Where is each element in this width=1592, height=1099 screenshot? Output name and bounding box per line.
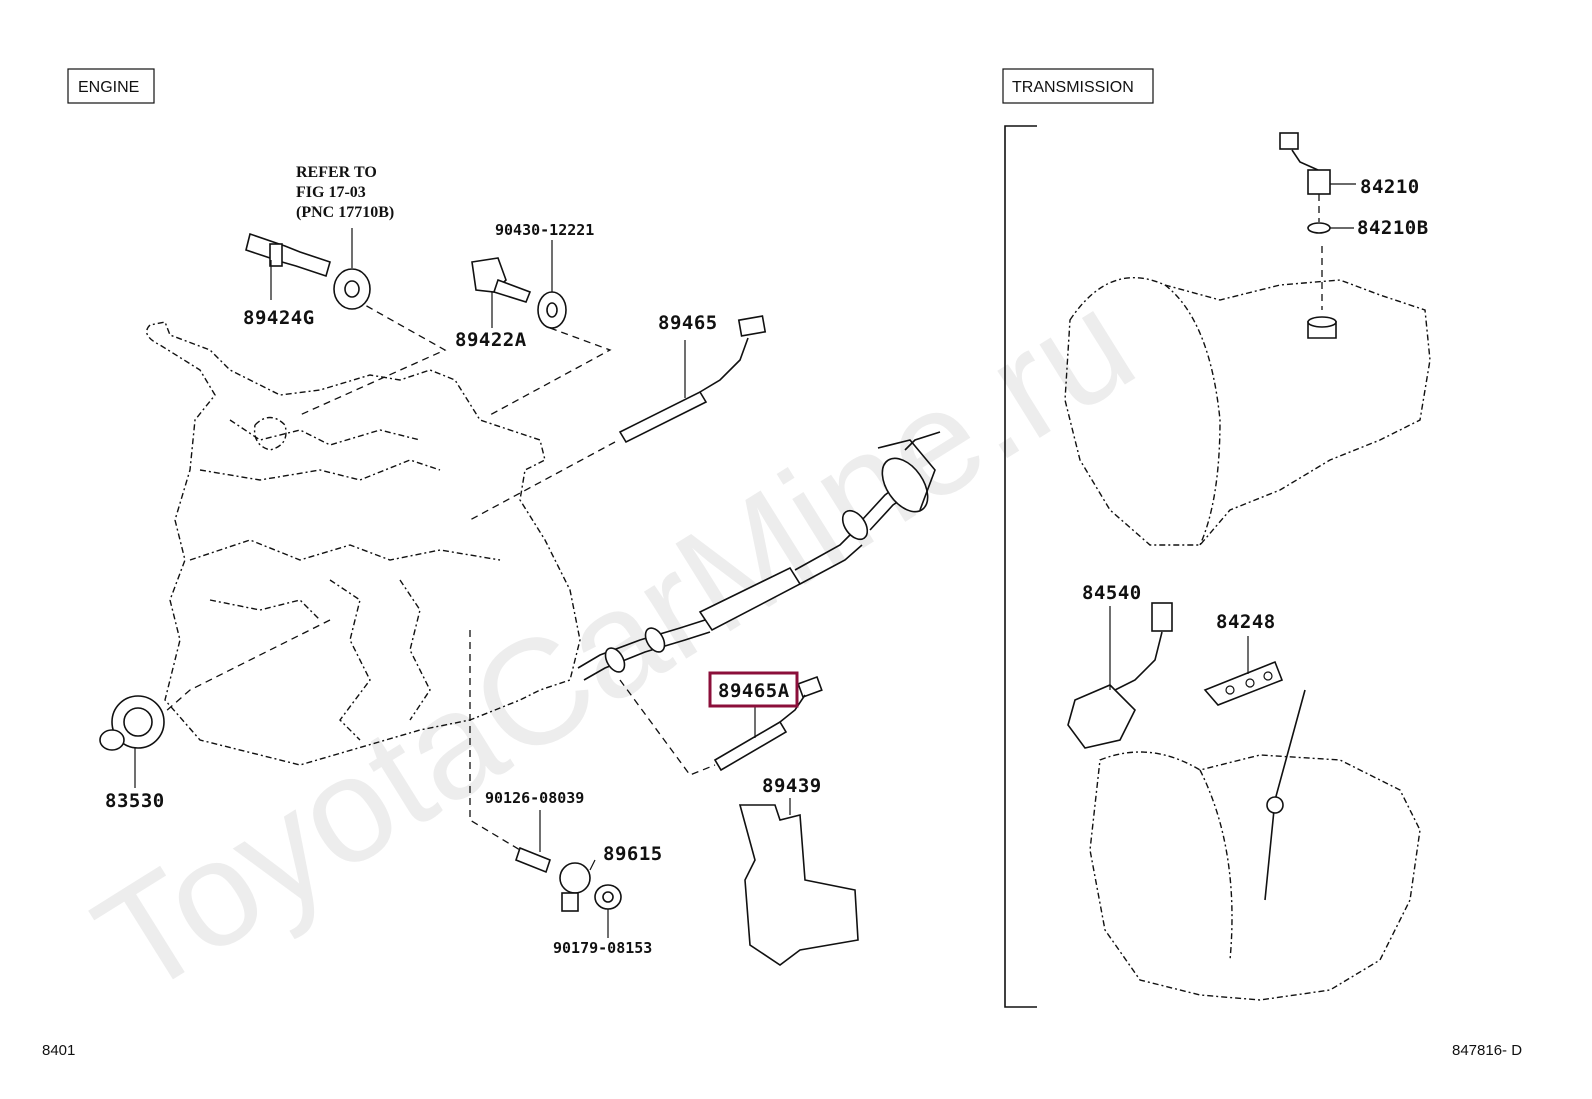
figure-code: 847816- D	[1452, 1042, 1522, 1059]
transmission-upper-outline	[1064, 277, 1431, 546]
label-89439: 89439	[762, 775, 822, 797]
transmission-section-label: TRANSMISSION	[1002, 68, 1154, 104]
label-90126-08039: 90126-08039	[485, 789, 584, 807]
leader-lines	[164, 246, 1323, 851]
ref-line-1: REFER TO	[296, 164, 377, 181]
label-84540: 84540	[1082, 582, 1142, 604]
ref-line-3: (PNC 17710B)	[296, 204, 394, 221]
ref-line-2: FIG 17-03	[296, 184, 366, 201]
engine-section-label: ENGINE	[67, 68, 155, 104]
part-84210-drawing	[1279, 132, 1356, 234]
label-89615: 89615	[603, 843, 663, 865]
part-89465-drawing	[618, 315, 767, 444]
label-84248: 84248	[1216, 611, 1276, 633]
part-89422A-drawing	[471, 240, 567, 329]
highlight-box-89465A	[708, 671, 799, 708]
label-89465: 89465	[658, 312, 718, 334]
label-89422A: 89422A	[455, 329, 527, 351]
part-89615-drawing	[515, 810, 622, 938]
watermark-text: ToyotaCarMine.ru	[68, 257, 1161, 1027]
part-84540-drawing	[1067, 602, 1173, 749]
part-89439-drawing	[738, 798, 859, 966]
part-89465A-drawing	[713, 675, 823, 772]
transmission-lower-outline	[1089, 689, 1421, 1001]
page-code: 8401	[42, 1042, 75, 1059]
label-84210: 84210	[1360, 176, 1420, 198]
label-84210B: 84210B	[1357, 217, 1429, 239]
part-89424G-drawing	[245, 228, 371, 310]
label-83530: 83530	[105, 790, 165, 812]
engine-label-text: ENGINE	[78, 79, 139, 96]
exhaust-pipe	[577, 431, 941, 681]
transmission-bracket	[1004, 125, 1037, 1008]
label-89465A: 89465A	[718, 680, 790, 702]
reference-note: REFER TO FIG 17-03 (PNC 17710B)	[296, 164, 394, 221]
part-84248-drawing	[1203, 636, 1284, 706]
label-89424G: 89424G	[243, 307, 315, 329]
transmission-label-text: TRANSMISSION	[1012, 79, 1134, 96]
part-83530-drawing	[99, 695, 165, 788]
label-90430-12221: 90430-12221	[495, 221, 594, 239]
label-90179-08153: 90179-08153	[553, 939, 652, 957]
